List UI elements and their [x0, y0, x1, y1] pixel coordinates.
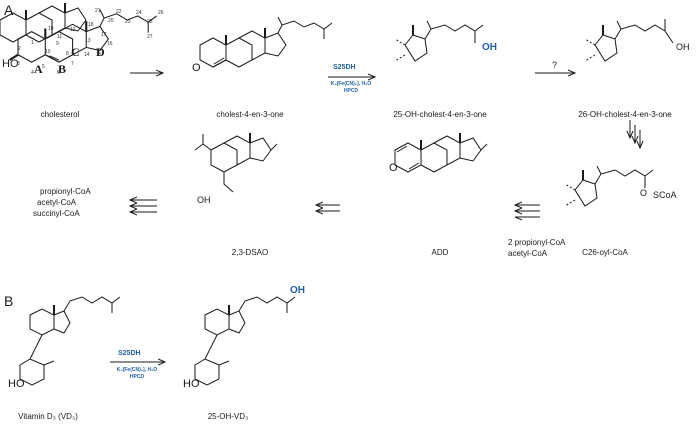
label-oh26: 26-OH-cholest-4-en-3-one — [578, 110, 672, 119]
carbon-number: 1 — [31, 40, 34, 46]
panel-label-b: B — [4, 293, 14, 309]
carbon-number: 3 — [17, 61, 20, 67]
carbon-number: 17 — [101, 32, 107, 38]
atom-oh-26: OH — [676, 42, 690, 52]
product-succinyl-coa: succinyl-CoA — [33, 209, 80, 218]
carbon-number: 27 — [147, 34, 153, 40]
label-c26coa: C26-oyl-CoA — [582, 248, 628, 257]
atom-oh-25: OH — [482, 42, 497, 53]
carbon-number: 25 — [147, 19, 153, 25]
carbon-number: 6 — [57, 70, 60, 76]
atom-o-cholestenone: O — [192, 62, 201, 74]
carbon-number: 19 — [48, 26, 54, 32]
enzyme-label-b: S25DH — [118, 350, 141, 357]
vd3-structure — [19, 296, 121, 386]
label-dsao: 2,3-DSAO — [231, 248, 269, 257]
label-ohvd3: 25-OH-VD₃ — [207, 412, 249, 421]
carbon-number: 11 — [57, 34, 63, 40]
ring-label-b: B — [58, 62, 67, 76]
panel-label-a: A — [4, 2, 14, 18]
cholesterol-structure — [9, 9, 157, 64]
c26coa-structure — [564, 165, 654, 207]
atom-o-add: O — [389, 162, 398, 174]
byproduct-acetyl-coa: acetyl-CoA — [508, 249, 548, 258]
dsao-structure — [194, 133, 278, 193]
carbon-number: 14 — [84, 52, 90, 58]
label-vd3: Vitamin D₃ (VD₃) — [18, 412, 78, 421]
ring-label-d: D — [96, 45, 105, 59]
add-structure — [394, 132, 488, 173]
unknown-step-mark: ? — [552, 60, 558, 70]
label-cholestenone: cholest-4-en-3-one — [216, 110, 284, 119]
atom-oh-vd3-25: OH — [290, 285, 305, 296]
carbon-number: 7 — [71, 61, 74, 67]
carbon-number: 21 — [95, 8, 101, 14]
atom-oh-dsao: OH — [197, 195, 211, 205]
byproduct-propionyl-coa: 2 propionyl-CoA — [508, 238, 566, 247]
conditions-a-2: HPCD — [343, 88, 359, 94]
conditions-a-1: K₃[Fe(CN)₆], H₂O — [330, 81, 372, 87]
ring-label-c: C — [71, 45, 80, 59]
label-cholesterol: cholesterol — [40, 110, 80, 119]
carbon-number: 12 — [70, 27, 76, 33]
label-add: ADD — [431, 248, 449, 257]
carbon-number: 8 — [66, 51, 69, 57]
conditions-b-1: K₃[Fe(CN)₆], H₂O — [116, 367, 158, 373]
product-acetyl-coa: acetyl-CoA — [37, 198, 77, 207]
carbon-number: 23 — [125, 19, 131, 25]
label-oh25: 25-OH-cholest-4-en-3-one — [393, 110, 487, 119]
carbon-number: 13 — [85, 38, 91, 44]
carbon-number: 2 — [18, 46, 21, 52]
cholestenone-structure — [199, 16, 333, 68]
carbon-number: 24 — [136, 10, 142, 16]
carbon-number: 26 — [158, 10, 164, 16]
carbon-number: 16 — [107, 41, 113, 47]
oh26-structure — [584, 19, 674, 62]
ohvd3-structure — [194, 296, 296, 386]
carbon-number: 4 — [31, 70, 34, 76]
enzyme-label-a: S25DH — [333, 64, 356, 71]
carbon-number: 22 — [116, 9, 122, 15]
ring-label-a: A — [34, 62, 43, 76]
carbon-number: 15 — [96, 52, 102, 58]
atom-ho-cholesterol: HO — [2, 58, 19, 70]
atom-scoa: SCoA — [653, 190, 677, 200]
carbon-number: 18 — [88, 22, 94, 28]
atom-o-c26coa: O — [640, 188, 648, 198]
conditions-b-2: HPCD — [129, 374, 145, 380]
oh25-structure — [394, 20, 484, 62]
carbon-number: 5 — [42, 64, 45, 70]
carbon-number: 10 — [45, 49, 51, 55]
atom-ho-ohvd3: HO — [183, 378, 200, 390]
carbon-number: 20 — [108, 18, 114, 24]
carbon-number: 9 — [56, 41, 59, 47]
product-propionyl-coa: propionyl-CoA — [40, 187, 91, 196]
atom-ho-vd3: HO — [8, 378, 25, 390]
